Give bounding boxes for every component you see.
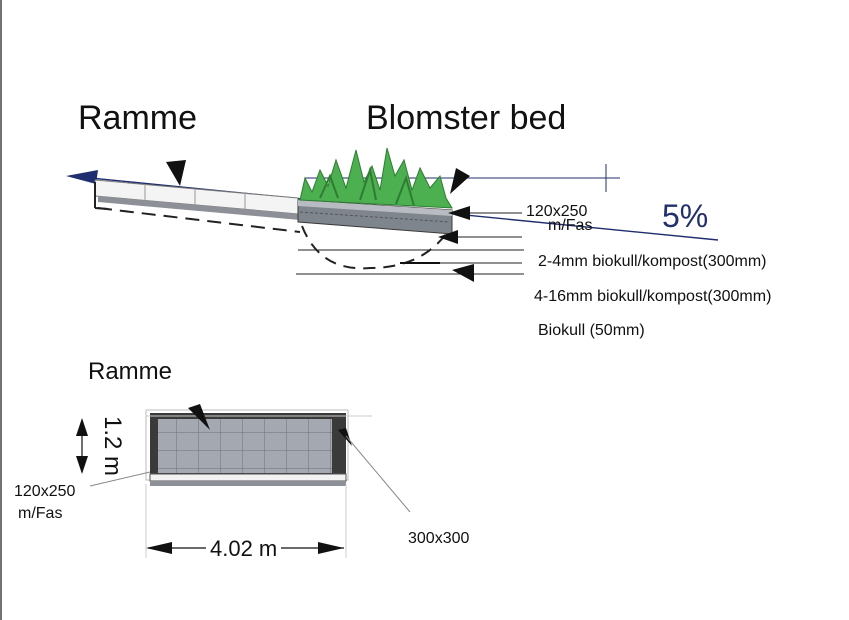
layer-2-label: 4-16mm biokull/kompost(300mm): [534, 288, 772, 305]
plan-arrow-right: [338, 428, 352, 446]
slope-label: 5%: [662, 198, 709, 234]
layer-3-label: Biokull (50mm): [538, 322, 645, 339]
plants: [299, 147, 453, 209]
edge-profile-unit: m/Fas: [548, 217, 593, 234]
frame-title: Ramme: [78, 99, 198, 137]
plan-paving: [158, 419, 332, 473]
layer-1-label: 2-4mm biokull/kompost(300mm): [538, 253, 767, 270]
paving-base: [98, 196, 300, 220]
height-dim-label: 1.2 m: [99, 416, 126, 477]
plan-edge-profile-unit: m/Fas: [18, 505, 63, 522]
arrow-ramme: [166, 160, 186, 186]
tile-size-label: 300x300: [408, 530, 470, 547]
bed-title: Blomster bed: [366, 99, 567, 137]
arrow-bed: [450, 168, 470, 194]
bed-excavation: [301, 225, 447, 270]
edge-profile-label: 120x250: [526, 203, 588, 220]
width-dim-label: 4.02 m: [206, 538, 282, 560]
arrow-layer1: [438, 230, 458, 244]
plan-arrow-top: [188, 404, 210, 430]
arrow-edge: [448, 206, 470, 220]
arrow-layer2: [452, 264, 474, 282]
excavation-dashed: [97, 207, 301, 233]
plan-edge-profile-label: 120x250: [14, 483, 76, 500]
plan-title: Ramme: [88, 358, 173, 385]
slope-arrowhead: [66, 170, 98, 184]
